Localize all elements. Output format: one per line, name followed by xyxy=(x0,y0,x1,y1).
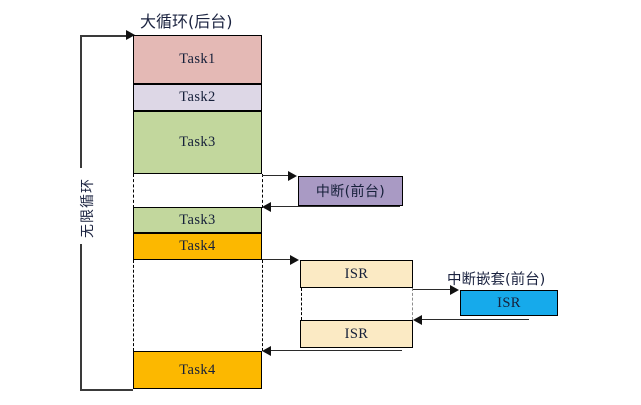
preempt-gap-dashed-left-1 xyxy=(133,174,134,208)
preempt-gap-dashed-right-2 xyxy=(262,260,263,351)
loop-arrow-head-icon xyxy=(126,30,135,40)
task-block-task3-second: Task3 xyxy=(133,207,262,233)
arrow-from-interrupt-line xyxy=(268,206,400,208)
task-block-task3-first: Task3 xyxy=(133,111,262,174)
loop-bracket-top xyxy=(80,35,128,37)
task-block-task2: Task2 xyxy=(133,84,262,111)
arrow-from-nested-line xyxy=(419,319,529,321)
isr-box-second: ISR xyxy=(300,320,413,348)
arrow-to-nested-line xyxy=(413,289,451,291)
loop-label-infinite: 无限循环 xyxy=(80,178,96,238)
arrow-from-isr-line xyxy=(268,350,402,352)
page-title-background-loop: 大循环(后台) xyxy=(140,12,233,31)
isr-gap-dashed-left xyxy=(301,288,302,320)
isr-box-first: ISR xyxy=(300,260,413,288)
arrow-from-isr-head-icon xyxy=(262,346,271,356)
preempt-gap-dashed-right-1 xyxy=(262,174,263,208)
arrow-from-interrupt-head-icon xyxy=(262,202,271,212)
interrupt-foreground-box: 中断(前台) xyxy=(298,176,403,206)
loop-label-mask xyxy=(70,168,92,244)
arrow-to-interrupt-head-icon xyxy=(288,171,297,181)
isr-box-nested: ISR xyxy=(460,290,558,316)
preempt-gap-dashed-left-2 xyxy=(133,260,134,351)
arrow-to-isr-head-icon xyxy=(290,255,299,265)
arrow-to-nested-head-icon xyxy=(450,285,459,295)
isr-gap-dashed-right xyxy=(412,288,413,320)
loop-bracket-bottom xyxy=(80,389,133,391)
arrow-from-nested-head-icon xyxy=(413,315,422,325)
task-block-task4-first: Task4 xyxy=(133,233,262,260)
task-block-task4-second: Task4 xyxy=(133,351,262,389)
nested-interrupt-label: 中断嵌套(前台) xyxy=(447,272,546,288)
arrow-to-isr-line xyxy=(262,259,292,261)
task-block-task1: Task1 xyxy=(133,35,262,84)
arrow-to-interrupt-line xyxy=(262,175,290,177)
